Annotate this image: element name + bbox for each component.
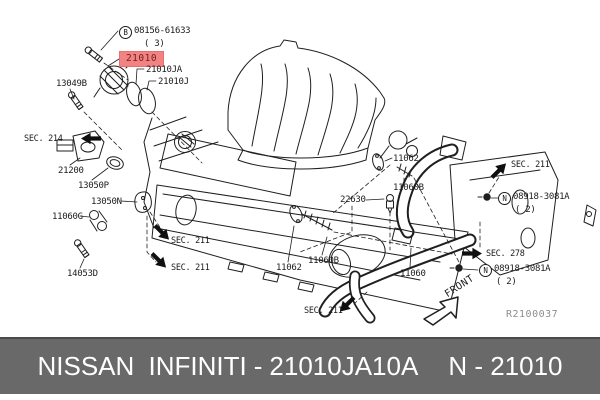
label-gasket-13050p: 13050P <box>78 181 109 191</box>
drawing-reference-number: R2100037 <box>506 309 559 320</box>
label-sensor-22630: 22630 <box>340 195 366 205</box>
label-qty: ( 3) <box>144 39 165 49</box>
dashed-lines <box>83 62 500 305</box>
brand-text: NISSAN INFINITI <box>37 351 247 381</box>
nut-low-drawing <box>449 264 463 272</box>
throttle-body-drawing <box>379 130 418 159</box>
label-stud-11060b-top: 11060B <box>393 183 424 193</box>
front-arrow-icon <box>423 296 459 326</box>
water-outlet-pipe-drawing <box>395 135 467 239</box>
label-oring-21010ja: 21010JA <box>146 65 182 75</box>
bolt-08156-drawing <box>84 46 103 63</box>
sec-ref-211-b: SEC. 211 <box>171 263 210 273</box>
connector-11060g-drawing <box>89 210 108 232</box>
sec-ref-278: SEC. 278 <box>486 249 525 259</box>
label-pipe-11060: 11060 <box>400 269 426 279</box>
stud-11060b-top-drawing <box>396 163 413 178</box>
nut-top-drawing <box>477 193 491 201</box>
label-text: 08918-3081A <box>513 192 570 202</box>
sec-ref-211-a: SEC. 211 <box>171 236 210 246</box>
gasket-11062-low-drawing <box>289 204 303 224</box>
banner-separator: - <box>253 351 263 381</box>
thermostat-housing-drawing <box>56 130 105 162</box>
bolt-14053d-drawing <box>73 239 90 259</box>
o-ring-large-drawing <box>138 87 156 115</box>
intake-manifold-drawing <box>227 39 386 170</box>
sec-ref-211-topright: SEC. 211 <box>511 160 550 170</box>
label-text: 08156-61633 <box>134 26 191 36</box>
o-ring-small-drawing <box>126 81 142 107</box>
label-stud-11060b-low: 11060B <box>308 256 339 266</box>
water-inlet-pipe-drawing <box>318 227 477 324</box>
arrow-right-icon <box>462 247 482 260</box>
label-bolt-14053d: 14053D <box>67 269 98 279</box>
label-qty: ( 2) <box>515 205 536 215</box>
label-thermostat-21200: 21200 <box>58 166 84 176</box>
label-gasket-13050n: 13050N <box>91 197 122 207</box>
circle-b-badge: B <box>119 26 132 39</box>
circle-n-badge: N <box>498 192 511 205</box>
gasket-11062-top-drawing <box>372 153 384 171</box>
leader-lines <box>69 30 499 271</box>
part-number-text: 21010JA10A <box>269 351 419 381</box>
stud-11060b-low-drawing <box>301 210 333 231</box>
sec-ref-211-bottom: SEC. 211 <box>304 306 343 316</box>
bolt-13049b-drawing <box>67 91 84 111</box>
gasket-13050p-drawing <box>106 156 124 170</box>
engine-line-art <box>56 30 597 324</box>
label-oring-21010j: 21010J <box>158 77 189 87</box>
label-water-pump-21010-highlighted[interactable]: 21010 <box>119 51 164 67</box>
circle-n-badge: N <box>479 264 492 277</box>
label-bolt-13049b: 13049B <box>56 79 87 89</box>
label-gasket-11062-low: 11062 <box>276 263 302 273</box>
sec-ref-214: SEC. 214 <box>24 134 63 144</box>
label-gasket-11062-top: 11062 <box>393 154 419 164</box>
valve-cover-drawing <box>159 131 297 197</box>
label-qty: ( 2) <box>496 277 517 287</box>
sensor-22630-drawing <box>386 194 394 214</box>
label-connector-11060g: 11060G <box>52 212 83 222</box>
catalog-banner: NISSAN INFINITI - 21010JA10A N - 21010 <box>0 337 600 394</box>
catalog-ref-text: N - 21010 <box>448 351 563 381</box>
label-text: 08918-3081A <box>494 264 551 274</box>
gasket-13050n-drawing <box>134 191 152 213</box>
